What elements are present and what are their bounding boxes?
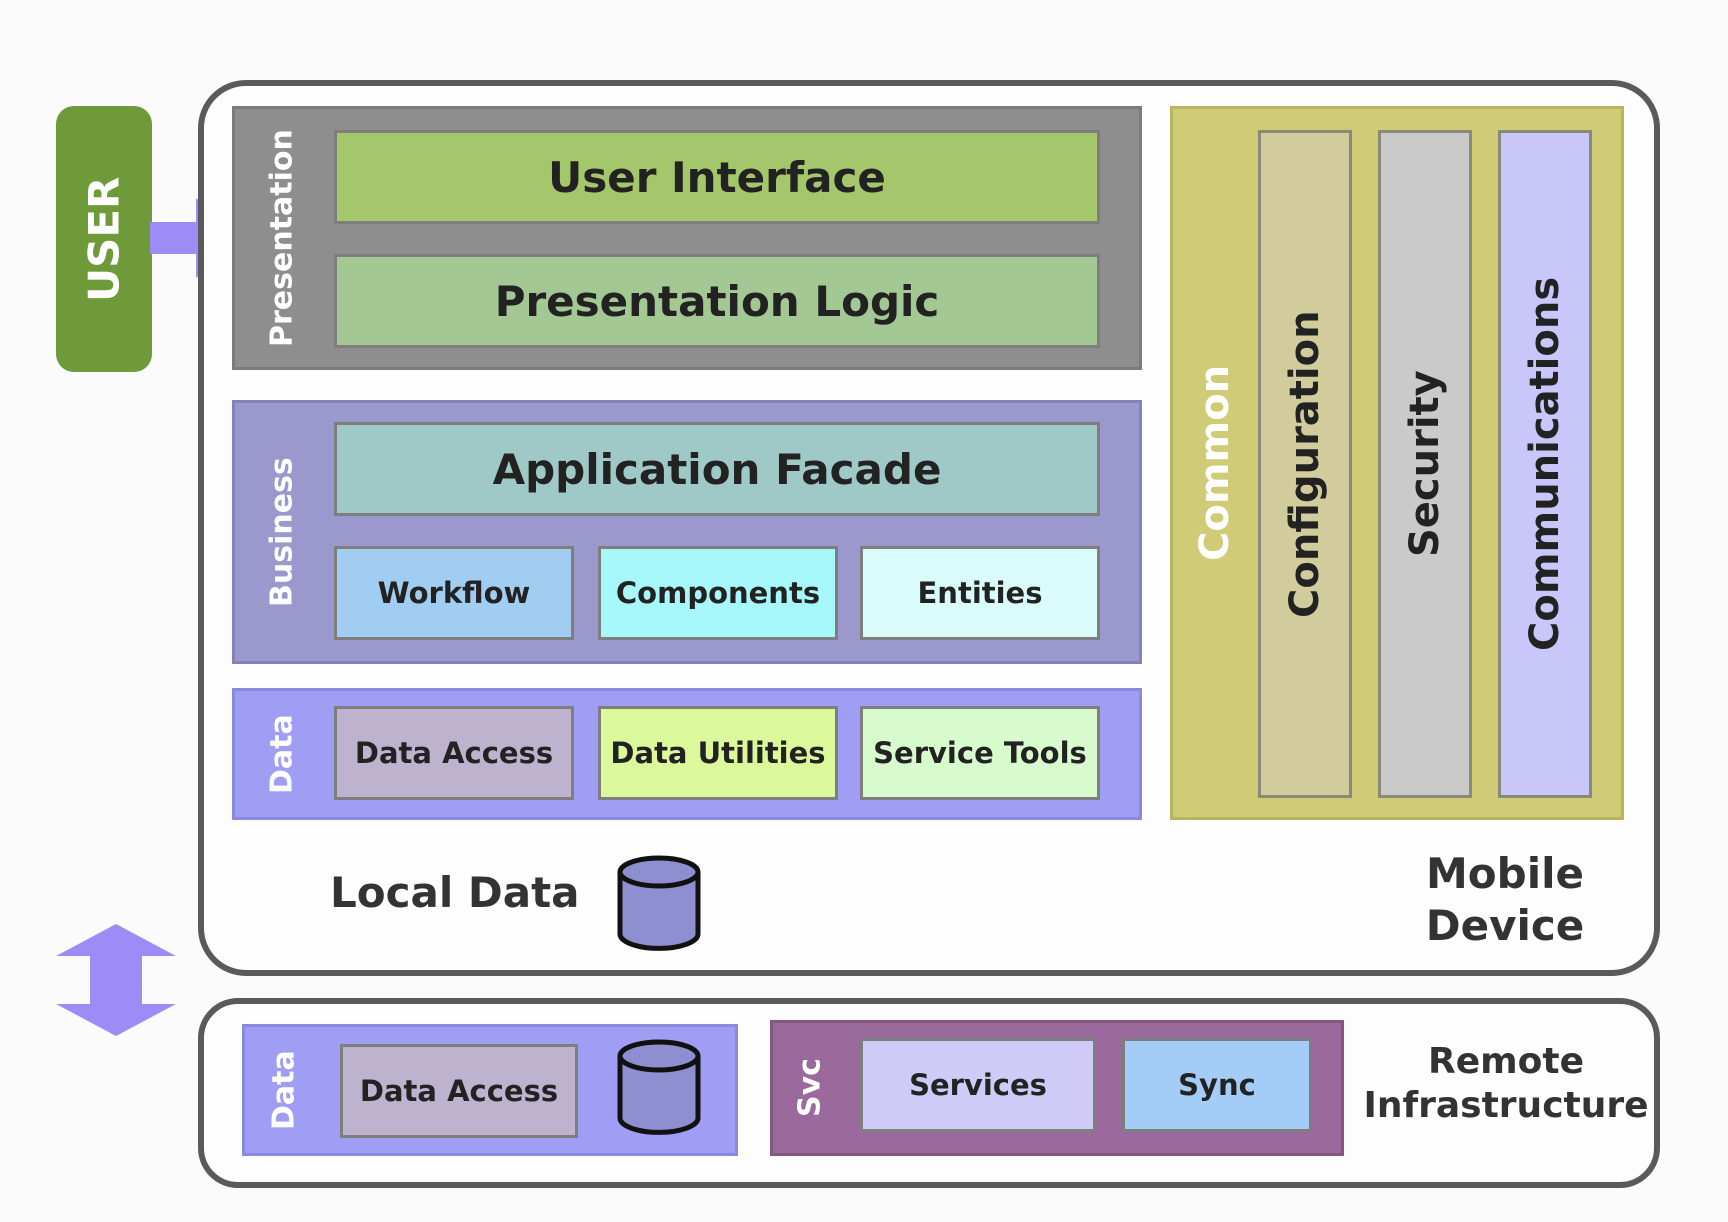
data-utilities-box: Data Utilities bbox=[598, 706, 838, 800]
user-interface-box: User Interface bbox=[334, 130, 1100, 224]
workflow-label: Workflow bbox=[377, 576, 531, 610]
remote-infrastructure-label-line2: Infrastructure bbox=[1363, 1085, 1649, 1126]
services-box: Services bbox=[860, 1038, 1096, 1132]
remote-database-icon bbox=[617, 1039, 701, 1135]
service-tools-label: Service Tools bbox=[873, 736, 1087, 770]
services-label: Services bbox=[909, 1068, 1047, 1102]
service-tools-box: Service Tools bbox=[860, 706, 1100, 800]
entities-box: Entities bbox=[860, 546, 1100, 640]
sync-box: Sync bbox=[1122, 1038, 1312, 1132]
remote-data-layer-label: Data bbox=[264, 1028, 304, 1152]
entities-label: Entities bbox=[917, 576, 1043, 610]
communications-column: Communications bbox=[1498, 130, 1592, 798]
security-column: Security bbox=[1378, 130, 1472, 798]
business-layer-label: Business bbox=[262, 404, 302, 660]
security-label: Security bbox=[1402, 370, 1448, 558]
application-facade-box: Application Facade bbox=[334, 422, 1100, 516]
communications-label: Communications bbox=[1522, 276, 1568, 652]
configuration-label: Configuration bbox=[1282, 310, 1328, 618]
svc-label-text: Svc bbox=[792, 1058, 828, 1118]
remote-infrastructure-label: Remote Infrastructure bbox=[1356, 1040, 1656, 1140]
sync-label: Sync bbox=[1178, 1068, 1256, 1102]
common-layer-label: Common bbox=[1190, 110, 1240, 816]
data-access-label: Data Access bbox=[354, 736, 554, 770]
application-facade-label: Application Facade bbox=[492, 444, 942, 494]
remote-infrastructure-label-line1: Remote bbox=[1427, 1041, 1584, 1082]
remote-data-label-text: Data bbox=[266, 1050, 302, 1130]
mobile-device-label-line1: Mobile bbox=[1426, 849, 1584, 898]
components-box: Components bbox=[598, 546, 838, 640]
configuration-column: Configuration bbox=[1258, 130, 1352, 798]
local-data-database-icon bbox=[617, 855, 701, 951]
bidirectional-arrow bbox=[56, 924, 176, 1036]
svc-layer-label: Svc bbox=[790, 1024, 830, 1152]
common-label-text: Common bbox=[1192, 364, 1238, 562]
data-access-box: Data Access bbox=[334, 706, 574, 800]
business-label-text: Business bbox=[264, 457, 300, 607]
presentation-logic-label: Presentation Logic bbox=[494, 276, 940, 326]
components-label: Components bbox=[615, 576, 821, 610]
mobile-device-label-line2: Device bbox=[1425, 901, 1585, 950]
local-data-label: Local Data bbox=[330, 868, 580, 917]
user-interface-label: User Interface bbox=[548, 152, 886, 202]
presentation-logic-box: Presentation Logic bbox=[334, 254, 1100, 348]
data-label-text: Data bbox=[264, 714, 300, 794]
data-layer-label: Data bbox=[262, 692, 302, 816]
mobile-device-label: Mobile Device bbox=[1380, 848, 1630, 958]
presentation-layer-label: Presentation bbox=[262, 110, 302, 366]
data-utilities-label: Data Utilities bbox=[610, 736, 826, 770]
presentation-label-text: Presentation bbox=[264, 129, 300, 347]
remote-data-access-label: Data Access bbox=[359, 1074, 559, 1108]
user-label: USER bbox=[79, 176, 129, 302]
workflow-box: Workflow bbox=[334, 546, 574, 640]
user-badge: USER bbox=[56, 106, 152, 372]
remote-data-access-box: Data Access bbox=[340, 1044, 578, 1138]
